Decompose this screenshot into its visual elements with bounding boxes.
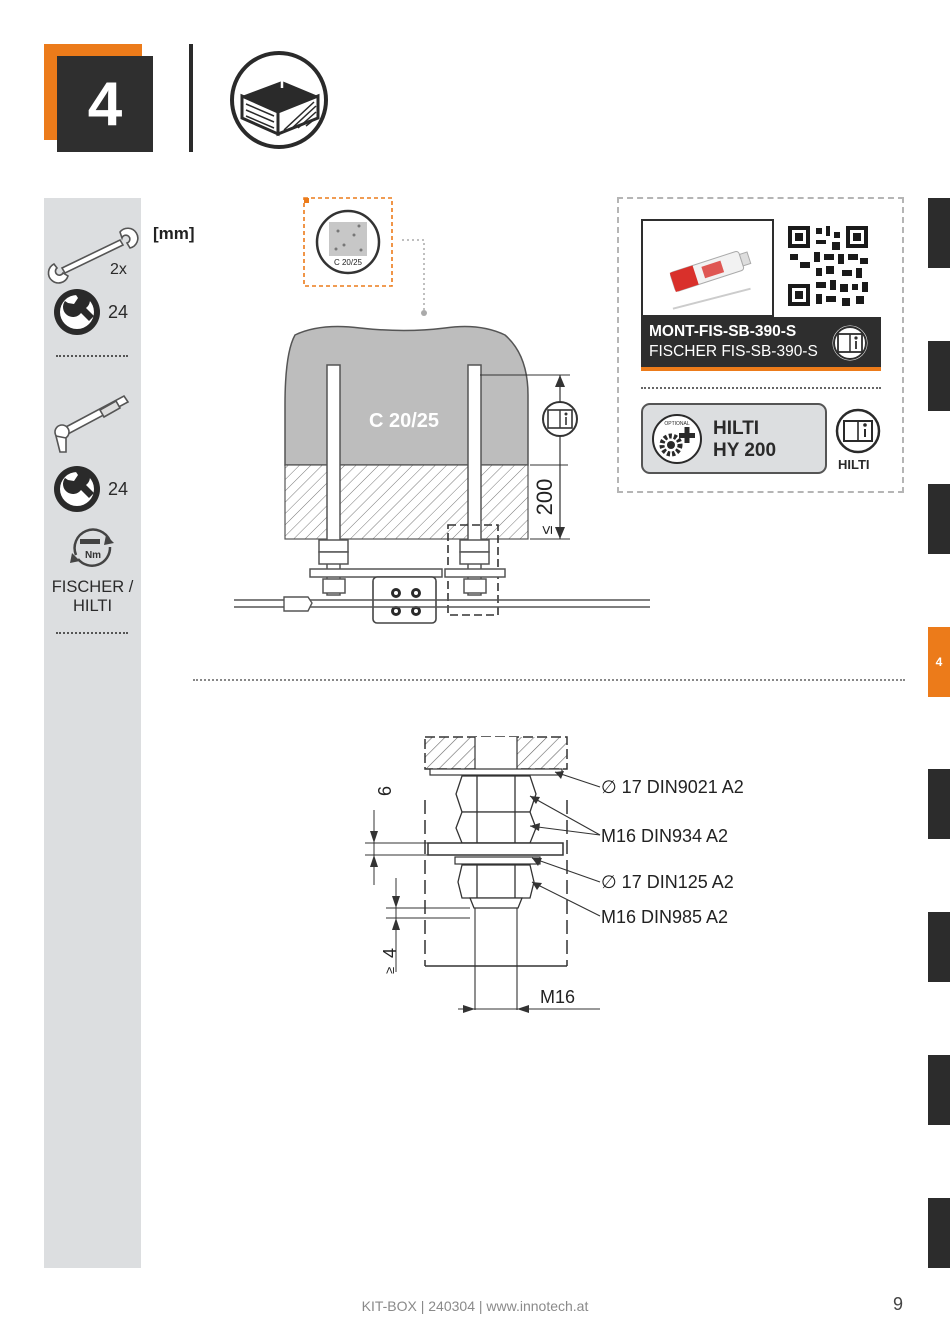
fastening-detail-drawing [365,736,601,1013]
product-accent-line [641,367,881,371]
side-tab[interactable] [928,198,950,268]
concrete-badge: C 20/25 [334,258,363,267]
depth-prefix: ≤ [539,525,556,534]
socket-wrench-icon-2 [54,466,100,512]
torque-brand: FISCHER / HILTI [51,578,134,615]
tool-divider-2 [56,632,128,634]
torque-wrench-icon [54,394,130,453]
wrench-count: 2x [110,261,127,278]
wrench-size-2: 24 [108,479,129,499]
unit-label: [mm] [153,224,195,243]
socket-wrench-icon [54,289,100,335]
side-tab[interactable] [928,484,950,554]
header-divider [189,44,193,152]
wrench-size-1: 24 [108,302,129,322]
alternative-product-box: OPTIONAL HILTI HY 200 [641,403,827,474]
manual-book-icon-2 [835,408,881,454]
side-tab[interactable] [928,1198,950,1268]
washer-din9021: ∅ 17 DIN9021 A2 [601,777,744,797]
optional-gear-icon: OPTIONAL [652,414,702,464]
side-tab[interactable] [928,769,950,839]
qr-code [786,224,870,308]
concrete-class: C 20/25 [369,410,439,432]
side-tab[interactable] [928,341,950,411]
section-divider [193,679,905,681]
alternative-line1: HILTI [713,418,760,439]
optional-tag: OPTIONAL [664,421,690,427]
torque-unit: Nm [85,550,101,561]
torque-icon: Nm [70,528,114,567]
alternative-line2: HY 200 [713,440,777,461]
footer-text: KIT-BOX | 240304 | www.innotech.at [361,1298,589,1314]
product-divider [641,387,881,389]
anchor-installation-drawing: C 20/25 C 20/25 200 ≤ [234,197,650,624]
product-panel [617,197,904,493]
cartridge-photo [641,219,774,317]
product-name-bar: MONT-FIS-SB-390-S FISCHER FIS-SB-390-S [641,317,881,367]
side-tab-active[interactable]: 4 [928,627,950,697]
locknut-din985: M16 DIN985 A2 [601,907,729,927]
nut-din934: M16 DIN934 A2 [601,826,729,846]
open-end-wrench-icon [47,227,139,284]
depth-value: 200 [532,479,557,516]
tool-divider [56,355,128,357]
tool-column [44,198,141,1268]
side-tab[interactable] [928,912,950,982]
page-number: 9 [893,1294,904,1314]
side-tab[interactable] [928,1055,950,1125]
step-number: 4 [57,56,153,152]
ceiling-mount-icon [230,51,328,149]
manual-book-icon [831,324,869,362]
washer-din125: ∅ 17 DIN125 A2 [601,872,734,892]
dim-bottom: 4 [380,947,400,958]
product-name-regular: FISCHER FIS-SB-390-S [649,343,818,360]
dim-bottom-prefix: ≥ [382,966,397,974]
manual-label: HILTI [838,457,870,472]
product-name-bold: MONT-FIS-SB-390-S [649,323,797,340]
bolt-size: M16 [540,987,576,1007]
dim-top: 6 [375,785,395,796]
